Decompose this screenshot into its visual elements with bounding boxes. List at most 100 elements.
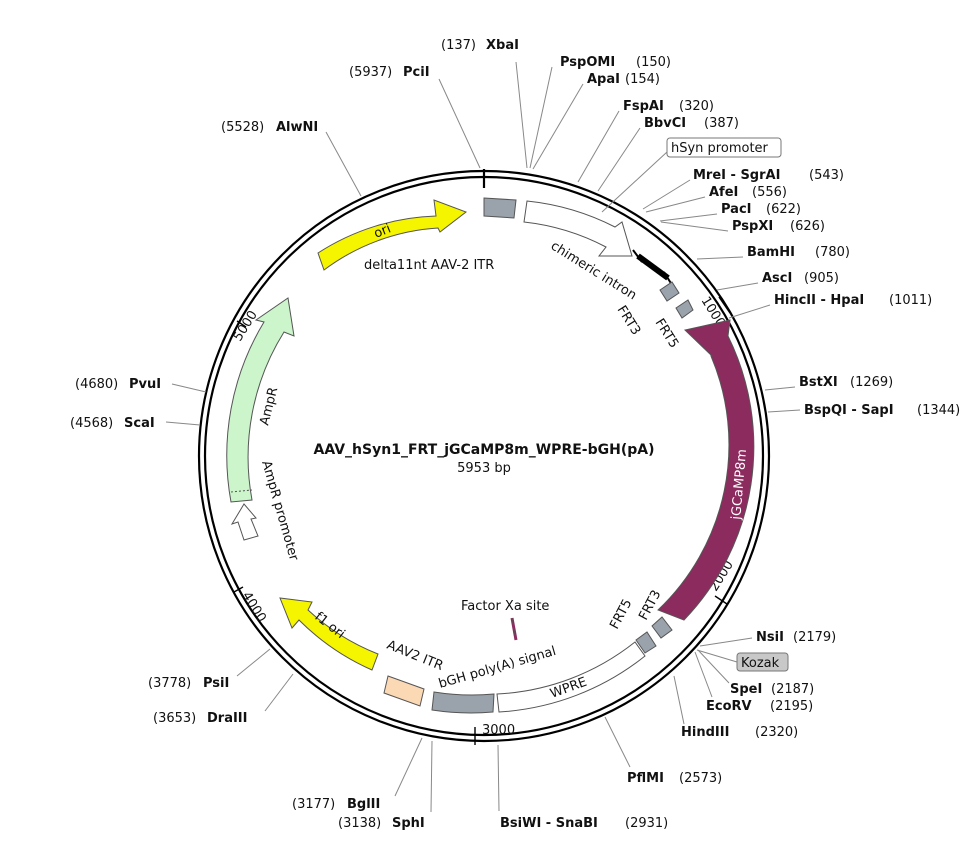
site-pspomi-name: PspOMI [560, 55, 615, 70]
plasmid-name: AAV_hSyn1_FRT_jGCaMP8m_WPRE-bGH(pA) [314, 442, 655, 458]
site-bglii-name: BglII [347, 797, 380, 812]
site-pspxi-name: PspXI [732, 219, 773, 234]
site-hindiii-pos: (2320) [755, 725, 798, 740]
frt3-top-label: FRT3 [614, 303, 644, 338]
site-apai-name: ApaI [587, 72, 620, 87]
site-nsii-pos: (2179) [793, 630, 836, 645]
site-pspxi[interactable]: PspXI (626) [660, 219, 825, 234]
site-draiii-pos: (3653) [153, 711, 196, 726]
feature-hsyn[interactable]: hSyn promoter [523, 137, 782, 257]
site-bstxi[interactable]: BstXI (1269) [764, 375, 893, 391]
bgh-box [431, 691, 495, 714]
feature-f1ori[interactable]: f1 ori [279, 597, 379, 671]
hsyn-label-box [666, 137, 782, 158]
site-ecorv-name: EcoRV [706, 699, 752, 714]
frt5-bottom-box [635, 631, 657, 654]
site-spei[interactable]: SpeI (2187) [697, 649, 814, 697]
site-pvui[interactable]: (4680) PvuI [75, 377, 207, 393]
site-bbvci-pos: (387) [704, 116, 739, 131]
site-nsii[interactable]: NsiI (2179) [699, 630, 836, 647]
site-sphi[interactable]: (3138) SphI [338, 740, 433, 831]
bgh-label: bGH poly(A) signal [437, 644, 558, 692]
itr-left-label: delta11nt AAV-2 ITR [364, 258, 494, 273]
site-ecorv[interactable]: EcoRV (2195) [694, 651, 813, 714]
site-bglii-pos: (3177) [292, 797, 335, 812]
site-psii-name: PsiI [203, 676, 229, 691]
site-pcii-pos: (5937) [349, 65, 392, 80]
site-alwni[interactable]: (5528) AlwNI [221, 120, 362, 197]
site-apai[interactable]: ApaI (154) [532, 72, 660, 170]
ampr-label: AmpR [257, 386, 281, 427]
site-bstxi-pos: (1269) [850, 375, 893, 390]
chimeric-intron-bar [636, 253, 670, 281]
hsyn-arrow [523, 200, 633, 257]
site-spei-name: SpeI [730, 682, 762, 697]
site-pflmi[interactable]: PflMI (2573) [604, 716, 722, 786]
site-bsiwi-snabi[interactable]: BsiWI - SnaBI (2931) [497, 744, 668, 831]
frt3-top-box [659, 281, 680, 302]
site-pvui-name: PvuI [129, 377, 161, 392]
site-draiii[interactable]: (3653) DraIII [153, 673, 294, 726]
site-bamhi-pos: (780) [815, 245, 850, 260]
site-psii-pos: (3778) [148, 676, 191, 691]
feature-wpre[interactable]: WPRE [496, 641, 646, 713]
site-asci-pos: (905) [804, 271, 839, 286]
feature-jgcamp8m[interactable]: jGCaMP8m [657, 319, 755, 621]
ampr-arrow [226, 297, 295, 503]
jgcamp8m-arrow [657, 319, 755, 621]
site-afei-pos: (556) [752, 185, 787, 200]
site-pflmi-name: PflMI [627, 771, 664, 786]
site-sphi-pos: (3138) [338, 816, 381, 831]
site-asci-name: AscI [762, 271, 792, 286]
feature-factor-xa[interactable]: Factor Xa site [461, 599, 549, 641]
site-mrei-sgrai[interactable]: MreI - SgrAI (543) [642, 168, 844, 210]
site-xbai[interactable]: (137) XbaI [441, 38, 528, 169]
site-pvui-pos: (4680) [75, 377, 118, 392]
itr-right-label: AAV2 ITR [385, 638, 446, 674]
site-mrei-sgrai-name: MreI - SgrAI [693, 168, 780, 183]
site-alwni-name: AlwNI [276, 120, 318, 135]
site-ecorv-pos: (2195) [770, 699, 813, 714]
site-pcii-name: PciI [403, 65, 430, 80]
site-xbai-name: XbaI [486, 38, 519, 53]
site-alwni-pos: (5528) [221, 120, 264, 135]
frt3-bottom-box [651, 616, 673, 639]
site-paci-name: PacI [721, 202, 752, 217]
site-hincii-hpai-name: HincII - HpaI [774, 293, 864, 308]
site-bamhi[interactable]: BamHI (780) [696, 245, 850, 260]
site-bglii[interactable]: (3177) BglII [292, 737, 423, 812]
site-psii[interactable]: (3778) PsiI [148, 648, 271, 691]
site-pflmi-pos: (2573) [679, 771, 722, 786]
site-afei[interactable]: AfeI (556) [645, 185, 787, 213]
site-scai[interactable]: (4568) ScaI [70, 416, 201, 431]
site-bbvci[interactable]: BbvCI (387) [597, 116, 739, 192]
site-pspxi-pos: (626) [790, 219, 825, 234]
site-fspai[interactable]: FspAI (320) [577, 99, 714, 183]
itr-right-box [383, 675, 425, 707]
site-spei-pos: (2187) [771, 682, 814, 697]
site-bspqi-sapi[interactable]: BspQI - SapI (1344) [767, 403, 960, 418]
site-pspomi[interactable]: PspOMI (150) [529, 55, 671, 169]
site-apai-pos: (154) [625, 72, 660, 87]
site-paci[interactable]: PacI (622) [659, 202, 801, 222]
site-scai-pos: (4568) [70, 416, 113, 431]
site-hindiii[interactable]: HindIII (2320) [673, 675, 798, 740]
site-pcii[interactable]: (5937) PciI [349, 65, 481, 169]
f1ori-arrow [279, 597, 379, 671]
site-asci[interactable]: AscI (905) [716, 271, 839, 291]
kozak-label: Kozak [741, 656, 780, 671]
site-hincii-hpai[interactable]: HincII - HpaI (1011) [728, 293, 932, 319]
site-nsii-name: NsiI [756, 630, 784, 645]
jgcamp8m-label: jGCaMP8m [729, 449, 750, 522]
feature-ori[interactable]: ori [317, 199, 468, 271]
feature-kozak[interactable]: Kozak [696, 649, 789, 672]
site-bstxi-name: BstXI [799, 375, 838, 390]
factor-xa-label: Factor Xa site [461, 599, 549, 614]
frt5-bottom-label: FRT5 [607, 597, 635, 632]
ori-arrow [317, 199, 468, 271]
feature-itr-left[interactable] [483, 197, 517, 219]
hsyn-label: hSyn promoter [671, 141, 769, 156]
site-pspomi-pos: (150) [636, 55, 671, 70]
feature-frt5-top[interactable]: FRT5 [652, 299, 694, 351]
